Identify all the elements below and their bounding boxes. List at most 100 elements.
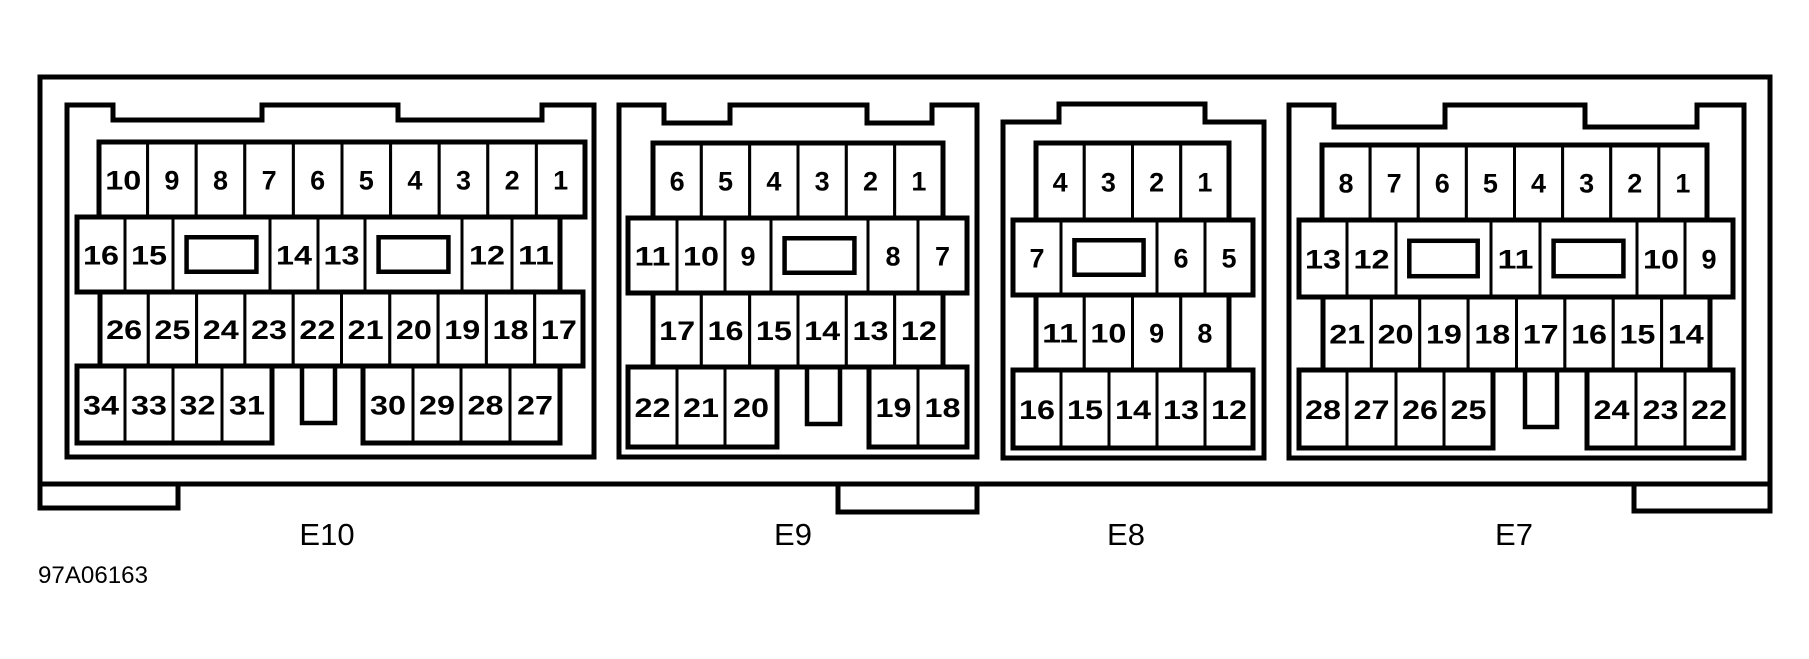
pin-number: 32 [180, 391, 216, 421]
pin-cavity [123, 364, 175, 445]
pin-number: 13 [1163, 395, 1199, 425]
pin-number: 25 [1451, 395, 1487, 425]
pin-row-frame [1010, 367, 1256, 451]
key-slot-icon [376, 235, 451, 274]
housing-foot-right [1631, 484, 1773, 514]
pin-number: 19 [1426, 320, 1462, 350]
pin-number: 13 [853, 316, 889, 346]
pin-row-frame [1584, 367, 1736, 451]
pin-number: 24 [203, 315, 239, 345]
pin-cavity [243, 140, 295, 219]
pin-number: 3 [456, 166, 471, 196]
connector-e9-label: E9 [774, 517, 812, 552]
pin-number: 6 [310, 166, 325, 196]
pin-number: 2 [1627, 169, 1642, 199]
pin-cavity [1416, 143, 1468, 222]
pin-number: 8 [885, 242, 900, 272]
key-slot-icon [184, 235, 259, 274]
key-slot-icon [1407, 238, 1480, 279]
connector-e7-label: E7 [1495, 517, 1533, 552]
pin-row-frame [1296, 367, 1496, 451]
pin-number: 17 [659, 316, 695, 346]
pin-number: 19 [876, 393, 912, 423]
pin-number: 24 [1594, 395, 1630, 425]
pin-number: 1 [1675, 169, 1690, 199]
pin-number: 20 [1378, 320, 1414, 350]
pin-number: 4 [1531, 169, 1546, 199]
connector-e8-shell [1000, 101, 1267, 461]
pin-number: 29 [419, 391, 455, 421]
pin-cavity [1203, 218, 1255, 297]
pin-number: 14 [804, 316, 840, 346]
pin-number: 22 [299, 315, 335, 345]
pin-number: 1 [911, 167, 926, 197]
pin-row-frame [625, 364, 780, 450]
pin-number: 6 [670, 167, 685, 197]
pin-number: 14 [1115, 395, 1151, 425]
pin-number: 10 [1090, 319, 1126, 349]
pin-number: 9 [164, 166, 179, 196]
pin-number: 8 [1339, 169, 1354, 199]
pin-number: 4 [766, 167, 781, 197]
housing-foot-center [835, 486, 980, 515]
key-slot-icon [1072, 238, 1146, 277]
pin-number: 22 [1691, 395, 1727, 425]
pin-number: 17 [541, 315, 577, 345]
pin-number: 18 [1474, 320, 1510, 350]
pin-cavity [1683, 218, 1735, 299]
pin-number: 3 [815, 167, 830, 197]
pin-number: 14 [1668, 320, 1704, 350]
pin-number: 3 [1101, 168, 1116, 198]
pin-number: 15 [131, 241, 167, 271]
pin-cavity [1515, 295, 1567, 372]
pin-number: 5 [1221, 244, 1236, 274]
pin-number: 17 [1523, 320, 1559, 350]
pin-number: 5 [359, 166, 374, 196]
pin-number: 33 [131, 391, 167, 421]
pin-number: 3 [1579, 169, 1594, 199]
pin-number: 6 [1173, 244, 1188, 274]
pin-number: 21 [1329, 320, 1365, 350]
pin-cavity [699, 291, 752, 369]
pin-cavity [361, 364, 415, 445]
pin-number: 15 [756, 316, 792, 346]
pin-number: 16 [708, 316, 744, 346]
pin-number: 34 [83, 391, 119, 421]
pin-number: 18 [493, 315, 529, 345]
pin-number: 13 [324, 241, 360, 271]
pin-number: 7 [1029, 244, 1044, 274]
pin-number: 5 [1483, 169, 1498, 199]
pin-number: 23 [251, 315, 287, 345]
pin-number: 16 [83, 241, 119, 271]
figure-id: 97A06163 [38, 562, 148, 589]
pin-number: 25 [154, 315, 190, 345]
pin-number: 14 [276, 241, 312, 271]
pin-row-frame [360, 363, 563, 446]
pin-row-frame [1320, 294, 1713, 373]
pin-number: 18 [925, 393, 961, 423]
pin-number: 1 [553, 166, 568, 196]
pin-number: 27 [1354, 395, 1390, 425]
pin-number: 27 [517, 391, 553, 421]
pin-number: 11 [635, 242, 671, 272]
pin-number: 30 [370, 391, 406, 421]
pin-number: 19 [444, 315, 480, 345]
pin-number: 26 [106, 315, 142, 345]
polarizing-notch [804, 367, 843, 427]
pin-number: 7 [262, 166, 277, 196]
pin-number: 26 [1402, 395, 1438, 425]
pin-cavity [723, 365, 779, 449]
pin-cavity [1660, 295, 1712, 372]
pin-number: 10 [1643, 245, 1679, 275]
pin-number: 7 [1387, 169, 1402, 199]
pin-number: 20 [733, 393, 769, 423]
pin-cavity [1466, 295, 1518, 372]
pin-number: 1 [1197, 168, 1212, 198]
pin-cavity [1683, 368, 1735, 450]
connector-e7-shell [1286, 102, 1747, 461]
